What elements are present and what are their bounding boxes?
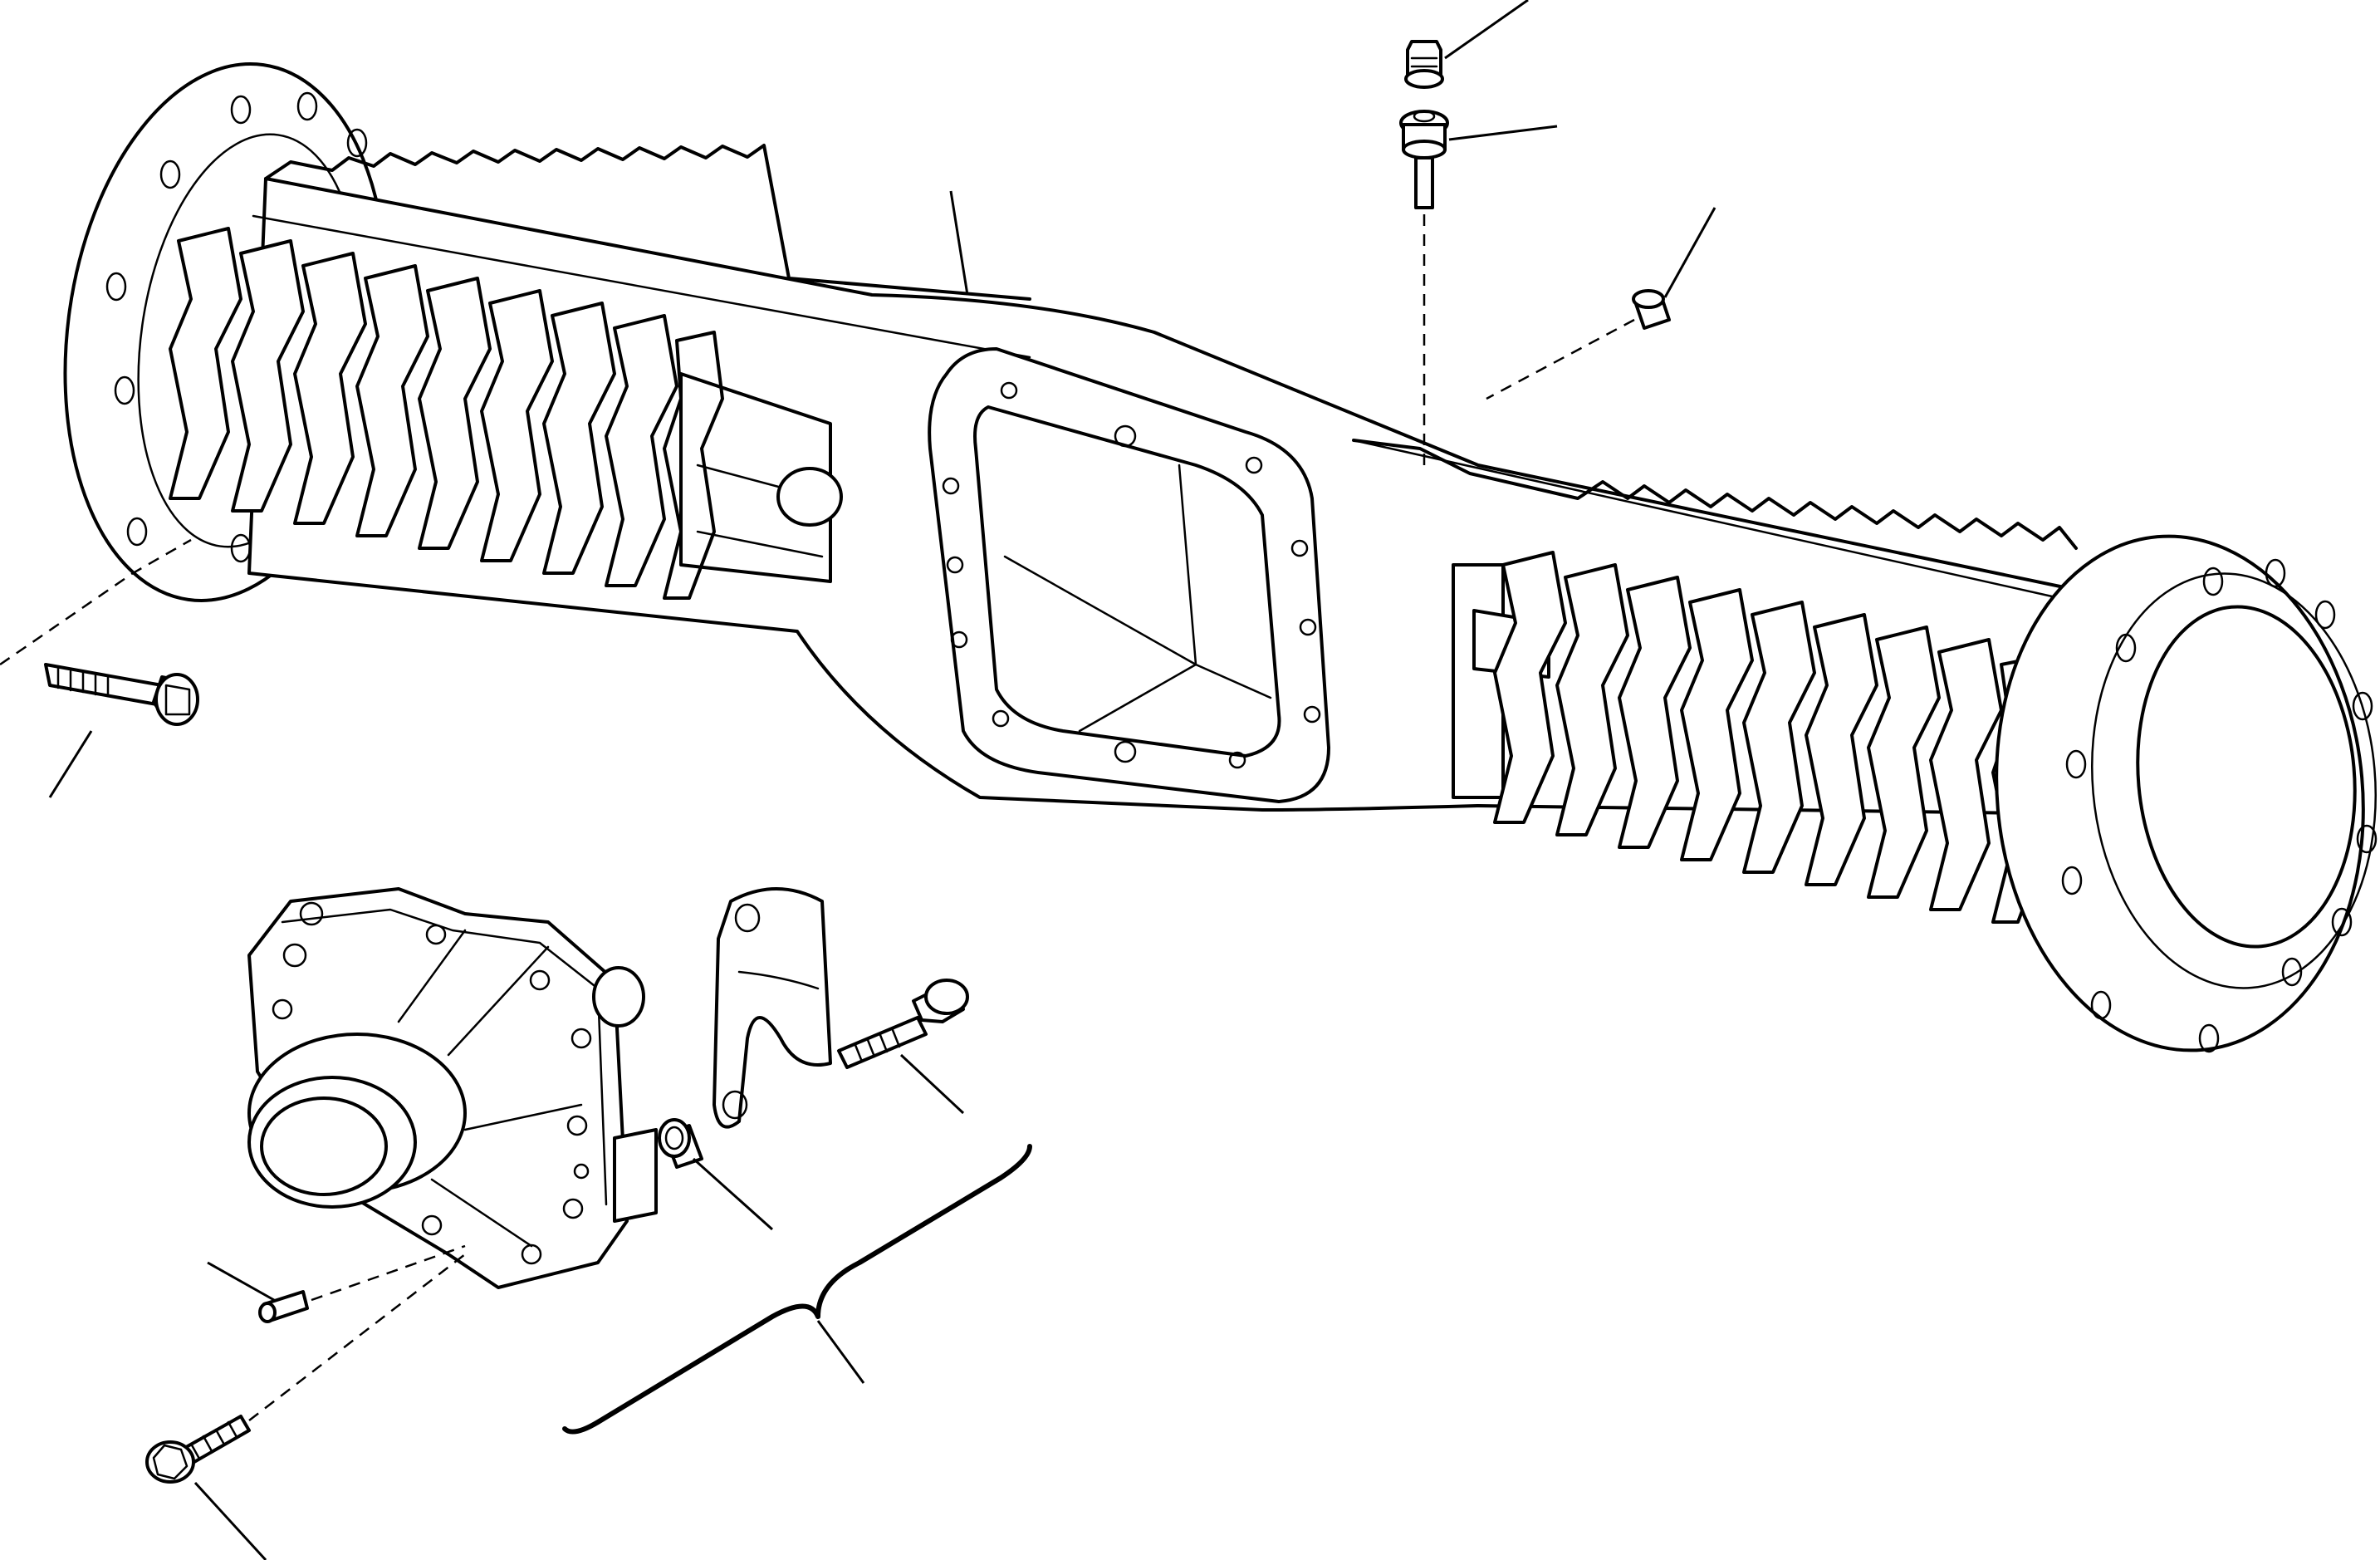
leader-carrier-bolt bbox=[193, 1481, 267, 1560]
leader-breather-fitting bbox=[1448, 125, 1558, 141]
breather-fitting bbox=[1399, 110, 1449, 209]
carrier-bolt bbox=[145, 1415, 251, 1484]
leader-carrier-assembly bbox=[816, 1320, 865, 1384]
bearing-cap bbox=[713, 887, 832, 1129]
leader-flange-bolt-left bbox=[48, 730, 93, 798]
cap-bolt bbox=[837, 979, 969, 1069]
cooling-fins-left bbox=[169, 227, 724, 600]
right-flange bbox=[1995, 534, 2378, 1053]
pin-axis-line bbox=[311, 1244, 466, 1302]
leader-plug bbox=[1663, 207, 1716, 298]
leader-axle-housing bbox=[949, 190, 969, 296]
leader-cap-bolt bbox=[899, 1053, 965, 1115]
leader-breather-cap bbox=[1444, 0, 1529, 60]
leader-dowel-pin bbox=[207, 1261, 275, 1302]
plug bbox=[1632, 289, 1671, 330]
bushing bbox=[658, 1118, 703, 1169]
breather-cap bbox=[1404, 40, 1444, 89]
carrier-assembly-brace bbox=[562, 1144, 1032, 1435]
plug-axis-line bbox=[1486, 318, 1635, 400]
axle-housing bbox=[63, 62, 2378, 1053]
flange-bolt-left bbox=[44, 663, 199, 726]
bolt-axis-line-left bbox=[0, 538, 192, 666]
leader-bushing bbox=[692, 1157, 774, 1231]
dowel-pin bbox=[258, 1290, 309, 1323]
differential-opening bbox=[928, 347, 1330, 803]
differential-carrier bbox=[247, 887, 658, 1289]
carrier-bolt-axis-line bbox=[248, 1253, 466, 1421]
